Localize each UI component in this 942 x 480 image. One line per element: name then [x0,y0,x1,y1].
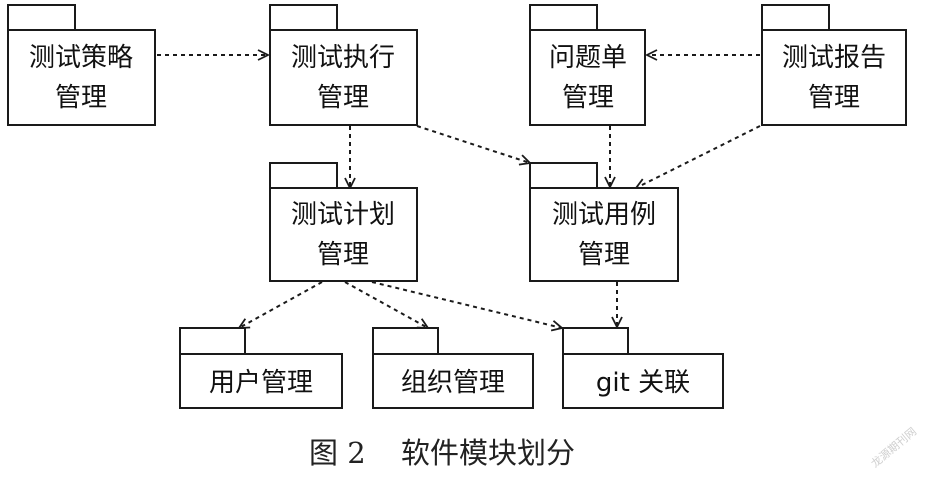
package-test-execution-label-line1: 测试执行 [291,43,395,73]
dependency-arrows [157,55,761,328]
package-test-plan-label-line1: 测试计划 [291,200,395,230]
package-test-plan-label-line2: 管理 [317,240,369,270]
package-test-strategy-management: 测试策略 管理 [7,4,156,126]
figure-number: 图 2 [309,436,366,470]
package-test-strategy-label-line1: 测试策略 [29,43,133,73]
package-test-report-label-line2: 管理 [808,83,860,113]
package-test-case-management: 测试用例 管理 [529,162,679,282]
package-test-execution-label-line2: 管理 [317,83,369,113]
package-test-case-label-line1: 测试用例 [552,200,656,230]
package-test-report-label-line1: 测试报告 [782,43,886,73]
package-organization-label: 组织管理 [401,368,505,398]
dependency-arrow-report-to-testcase [636,125,761,188]
package-git-association: git 关联 [562,327,724,409]
package-test-strategy-label-line2: 管理 [55,83,107,113]
package-organization-management: 组织管理 [372,327,534,409]
package-test-case-label-line2: 管理 [578,240,630,270]
package-test-report-management: 测试报告 管理 [761,4,907,126]
package-user-label: 用户管理 [209,368,313,398]
package-user-management: 用户管理 [179,327,343,409]
package-test-execution-management: 测试执行 管理 [269,4,418,126]
package-git-label: git 关联 [596,368,690,398]
figure-title: 软件模块划分 [401,436,575,470]
package-issue-label-line1: 问题单 [549,43,627,73]
dependency-arrow-execution-to-testcase [416,125,530,163]
package-test-plan-management: 测试计划 管理 [269,162,418,282]
dependency-arrow-plan-to-git [371,281,562,328]
dependency-arrow-plan-to-org [344,281,428,328]
package-issue-label-line2: 管理 [562,83,614,113]
watermark: 龙源期刊网 [868,424,919,470]
dependency-arrow-plan-to-user [239,281,323,328]
package-issue-management: 问题单 管理 [529,4,646,126]
